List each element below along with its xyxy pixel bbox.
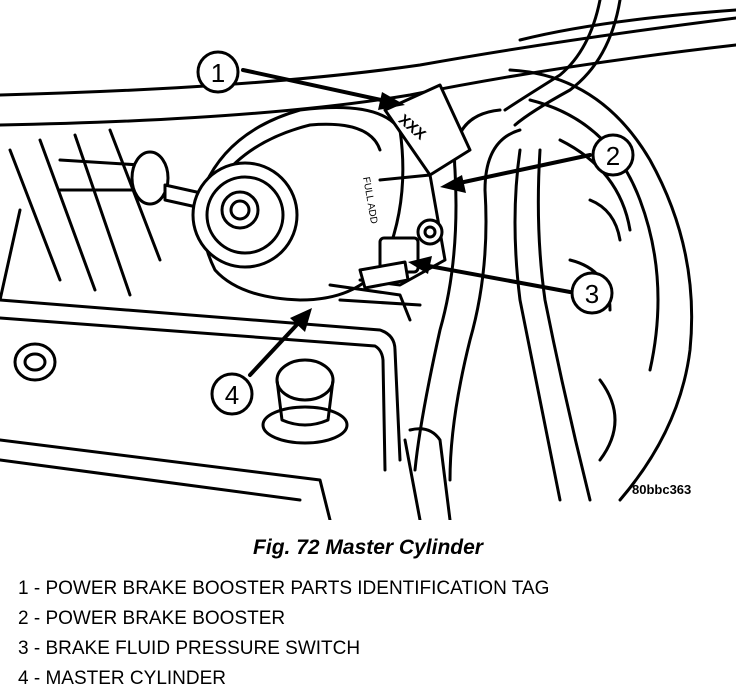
legend-item: 3 - BRAKE FLUID PRESSURE SWITCH — [18, 634, 549, 664]
leader-arrow-4 — [248, 314, 307, 377]
legend-separator: - — [28, 578, 46, 599]
legend-item: 4 - MASTER CYLINDER — [18, 664, 549, 694]
arrowhead-3 — [408, 256, 432, 274]
legend-separator: - — [28, 608, 46, 629]
callout-number-1: 1 — [211, 58, 225, 88]
legend-item: 1 - POWER BRAKE BOOSTER PARTS IDENTIFICA… — [18, 574, 549, 604]
legend-number: 4 — [18, 668, 29, 689]
arrowhead-2 — [440, 175, 466, 193]
hood-line-upper — [0, 16, 736, 97]
tag-plate — [383, 83, 472, 177]
master-cylinder-illustration: XXX FULL ADD 1 2 3 4 — [0, 0, 736, 520]
callout-number-4: 4 — [225, 380, 239, 410]
legend-number: 1 — [18, 578, 29, 599]
leader-arrow-2 — [448, 153, 592, 187]
legend-list: 1 - POWER BRAKE BOOSTER PARTS IDENTIFICA… — [18, 574, 549, 694]
legend-item: 2 - POWER BRAKE BOOSTER — [18, 604, 549, 634]
arrowhead-4 — [290, 308, 312, 332]
legend-label: BRAKE FLUID PRESSURE SWITCH — [45, 638, 361, 659]
legend-separator: - — [28, 668, 46, 689]
figure-part-code: 80bbc363 — [632, 482, 692, 497]
legend-label: MASTER CYLINDER — [45, 668, 226, 689]
legend-number: 2 — [18, 608, 29, 629]
callout-number-3: 3 — [585, 279, 599, 309]
figure-caption: Fig. 72 Master Cylinder — [253, 536, 483, 559]
callout-circle-4 — [210, 372, 254, 416]
fender-line — [518, 8, 736, 42]
arrowhead-1 — [378, 92, 405, 110]
leader-arrow-3 — [416, 262, 572, 294]
hood-line-lower — [0, 43, 736, 127]
callout-circle-3 — [570, 271, 614, 315]
callout-circle-2 — [591, 133, 635, 177]
callout-circle-1 — [196, 50, 240, 94]
callout-number-2: 2 — [606, 141, 620, 171]
legend-label: POWER BRAKE BOOSTER — [45, 608, 286, 629]
lower-tray — [0, 298, 402, 462]
booster-outline — [508, 68, 694, 502]
legend-number: 3 — [18, 638, 29, 659]
legend-separator: - — [28, 638, 46, 659]
vacuum-hose — [503, 0, 602, 112]
leader-arrow-1 — [241, 68, 397, 105]
legend-label: POWER BRAKE BOOSTER PARTS IDENTIFICATION… — [45, 578, 550, 599]
